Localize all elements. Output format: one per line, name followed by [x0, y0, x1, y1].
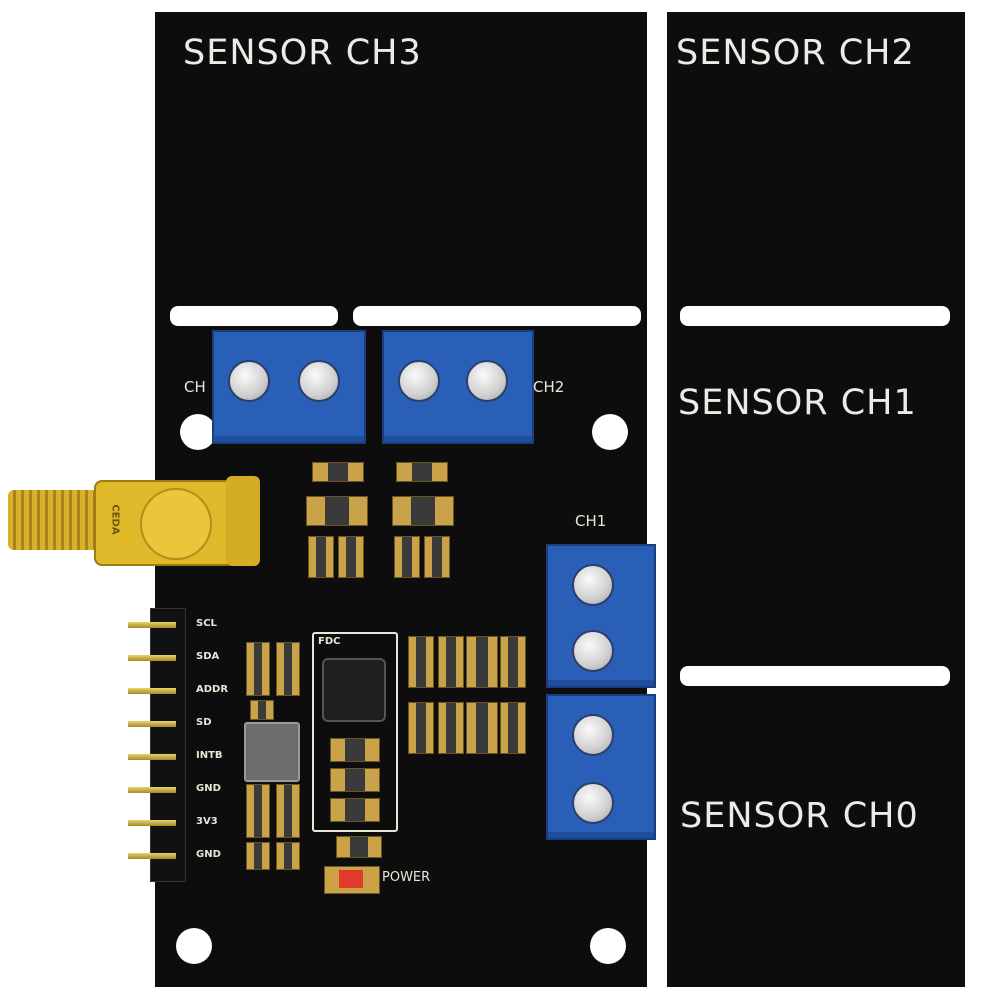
pin-label-sda: SDA [196, 651, 220, 662]
smd-component [276, 642, 300, 696]
smd-component [312, 462, 364, 482]
terminal-block-ch2 [382, 330, 534, 444]
pin-label-3v3: 3V3 [196, 816, 218, 827]
terminal-block-ch1 [546, 544, 656, 688]
header-pin [128, 853, 176, 859]
smd-component [392, 496, 454, 526]
terminal-ch2-label: CH2 [533, 378, 565, 396]
smd-component [338, 536, 364, 578]
smd-component [500, 636, 526, 688]
right-sensor-strip [667, 12, 965, 987]
terminal-block-ch0 [546, 694, 656, 840]
mounting-hole-top-left [180, 414, 216, 450]
screw-terminal-icon [572, 782, 614, 824]
smd-component [330, 768, 380, 792]
power-led-lens [339, 870, 363, 888]
smd-component [246, 642, 270, 696]
sensor-ch3-label: SENSOR CH3 [183, 33, 422, 73]
smd-component [246, 784, 270, 838]
smd-component [330, 738, 380, 762]
gap-vertical-top [648, 12, 666, 292]
screw-terminal-icon [228, 360, 270, 402]
smd-component [276, 842, 300, 870]
smd-component [438, 702, 464, 754]
smd-component [396, 462, 448, 482]
sensor-ch1-label: SENSOR CH1 [678, 383, 917, 423]
terminal-ch3-label: CH [184, 378, 206, 396]
pin-label-addr: ADDR [196, 684, 229, 695]
smd-component [408, 702, 434, 754]
terminal-block-ch3 [212, 330, 366, 444]
smd-component [246, 842, 270, 870]
fdc-ic-label: FDC [318, 636, 341, 647]
sma-text: CEDA [109, 504, 121, 535]
screw-terminal-icon [398, 360, 440, 402]
screw-terminal-icon [572, 714, 614, 756]
sma-threaded-barrel [8, 490, 98, 550]
sensor-chip [244, 722, 300, 782]
smd-component [500, 702, 526, 754]
header-pin [128, 622, 176, 628]
header-pin [128, 754, 176, 760]
smd-component [336, 836, 382, 858]
fdc-ic-outline [312, 632, 398, 832]
smd-component [408, 636, 434, 688]
header-pin [128, 820, 176, 826]
mounting-hole-bottom-right [590, 928, 626, 964]
smd-component [330, 798, 380, 822]
header-pin [128, 688, 176, 694]
sensor-ch0-label: SENSOR CH0 [680, 796, 919, 836]
smd-component [466, 636, 498, 688]
pin-label-intb: INTB [196, 750, 223, 761]
header-pin [128, 655, 176, 661]
screw-terminal-icon [572, 630, 614, 672]
smd-component [308, 536, 334, 578]
slot-top-left [170, 306, 338, 326]
terminal-ch1-label: CH1 [575, 512, 607, 530]
smd-component [306, 496, 368, 526]
pin-strip [128, 610, 188, 880]
smd-component [438, 636, 464, 688]
sensor-ch2-label: SENSOR CH2 [676, 33, 915, 73]
power-label: POWER [382, 870, 431, 885]
smd-component [276, 784, 300, 838]
screw-terminal-icon [572, 564, 614, 606]
smd-component [424, 536, 450, 578]
sma-flange [226, 476, 260, 566]
sma-body: CEDA [94, 480, 234, 566]
pin-label-sd: SD [196, 717, 212, 728]
screw-terminal-icon [298, 360, 340, 402]
screw-terminal-icon [466, 360, 508, 402]
pin-label-gnd: GND [196, 783, 221, 794]
mounting-hole-bottom-left [176, 928, 212, 964]
sma-connector: CEDA [8, 476, 260, 568]
smd-component [394, 536, 420, 578]
mounting-hole-top-right [592, 414, 628, 450]
power-led [324, 866, 380, 894]
header-pin [128, 787, 176, 793]
pin-header [150, 608, 186, 882]
smd-component [466, 702, 498, 754]
pin-label-gnd-2: GND [196, 849, 221, 860]
pin-label-scl: SCL [196, 618, 217, 629]
slot-right-lower [680, 666, 950, 686]
smd-component [250, 700, 274, 720]
sma-knob [140, 488, 212, 560]
inductor [322, 658, 386, 722]
slot-top-middle [353, 306, 641, 326]
header-pin [128, 721, 176, 727]
slot-right-upper [680, 306, 950, 326]
